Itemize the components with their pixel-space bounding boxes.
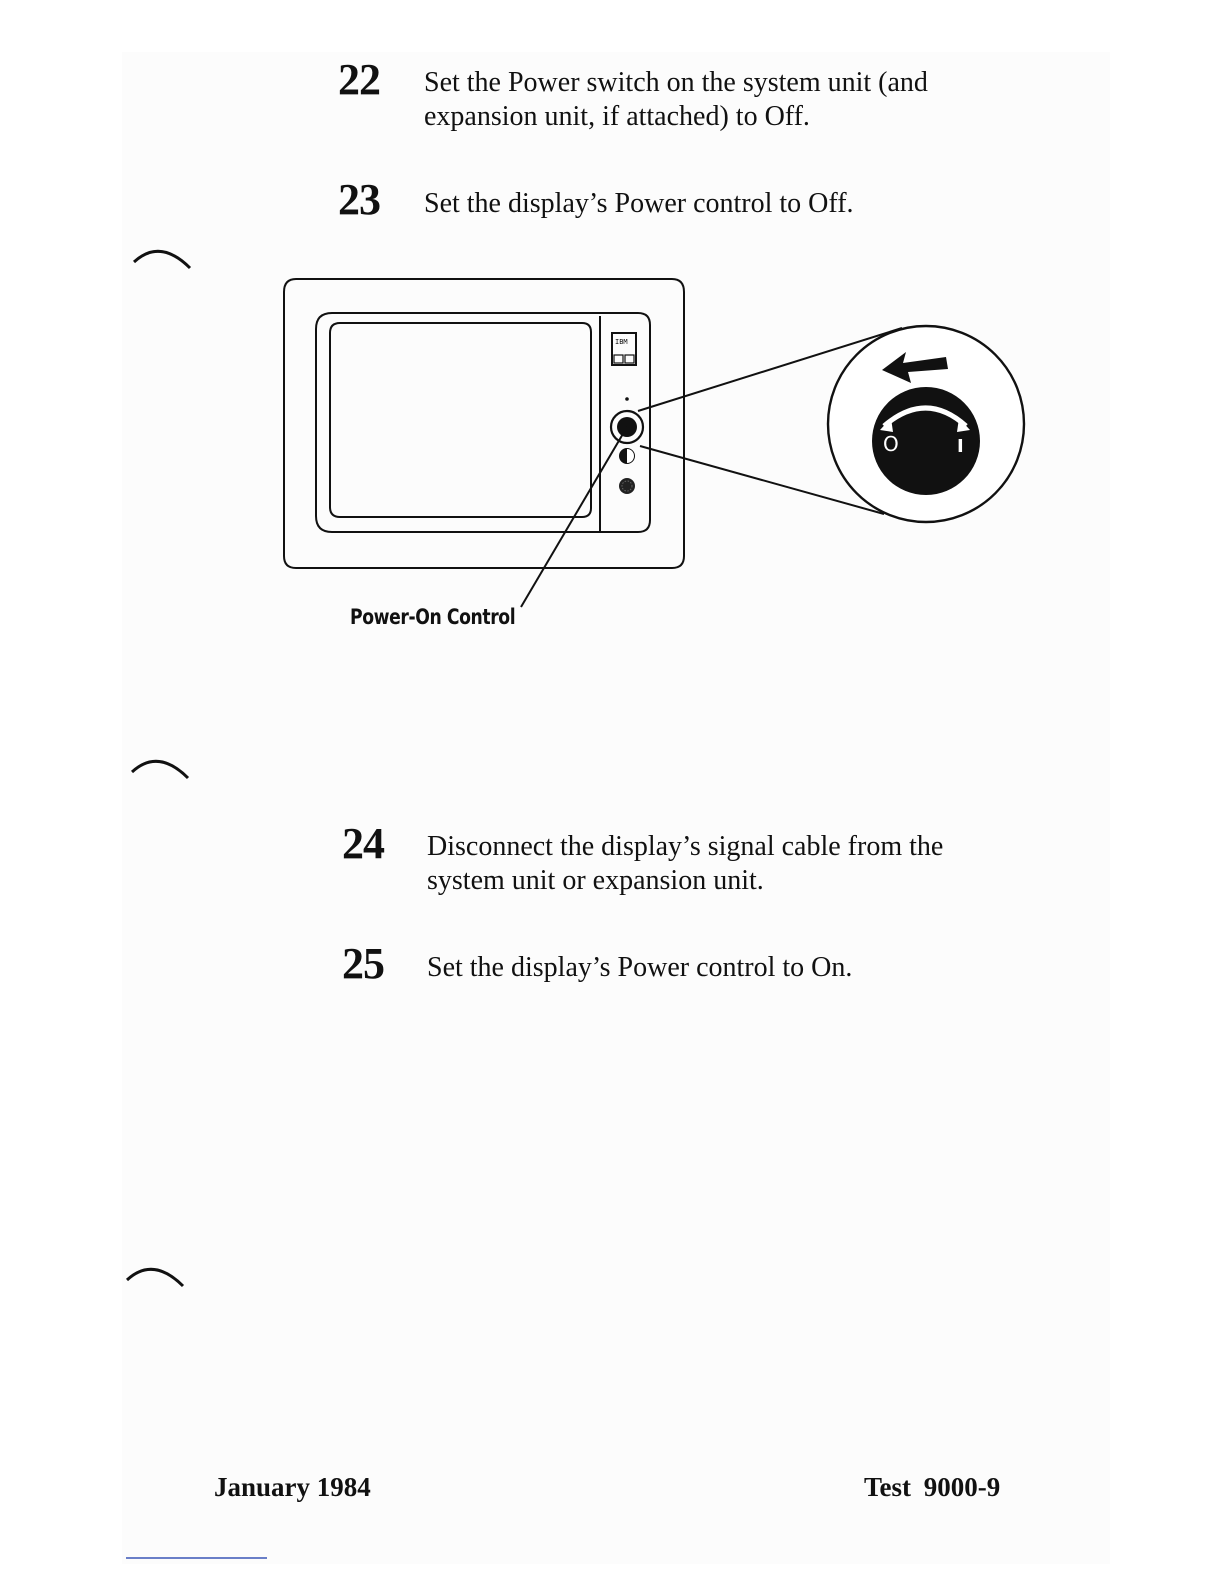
off-symbol: O [883,432,899,456]
footer-date: January 1984 [214,1472,371,1502]
power-on-control [609,409,645,445]
ibm-badge [611,332,637,366]
callout-leader-line [520,426,628,608]
binder-hole-mark-middle [130,759,190,780]
display-bezel [315,312,651,533]
bottom-link-underline [126,1557,267,1559]
footer-test-id: Test 9000-9 [864,1472,1001,1502]
step-number: 22 [338,55,381,104]
display-screen [329,322,592,518]
rotate-counterclockwise-arrow-icon [882,352,948,383]
on-symbol: I [957,436,964,457]
page-background [122,52,1110,1564]
step-text: Set the display’s Power control to Off. [424,188,854,219]
power-on-control-label: Power-On Control [350,605,516,629]
step-text: Set the display’s Power control to On. [427,952,853,983]
step-number: 24 [342,819,385,868]
step-number: 23 [338,175,381,224]
display-cabinet [283,278,685,569]
step-text: Disconnect the display’s signal cable fr… [427,831,944,896]
contrast-knob [619,478,635,494]
binder-hole-mark-bottom [125,1267,185,1288]
binder-hole-mark-top [132,249,192,270]
ibm-badge-text: IBM [615,338,628,346]
step-text: Set the Power switch on the system unit … [424,67,928,132]
step-number: 25 [342,939,385,988]
zoom-line-bottom [639,445,885,515]
zoom-line-top [637,327,903,412]
